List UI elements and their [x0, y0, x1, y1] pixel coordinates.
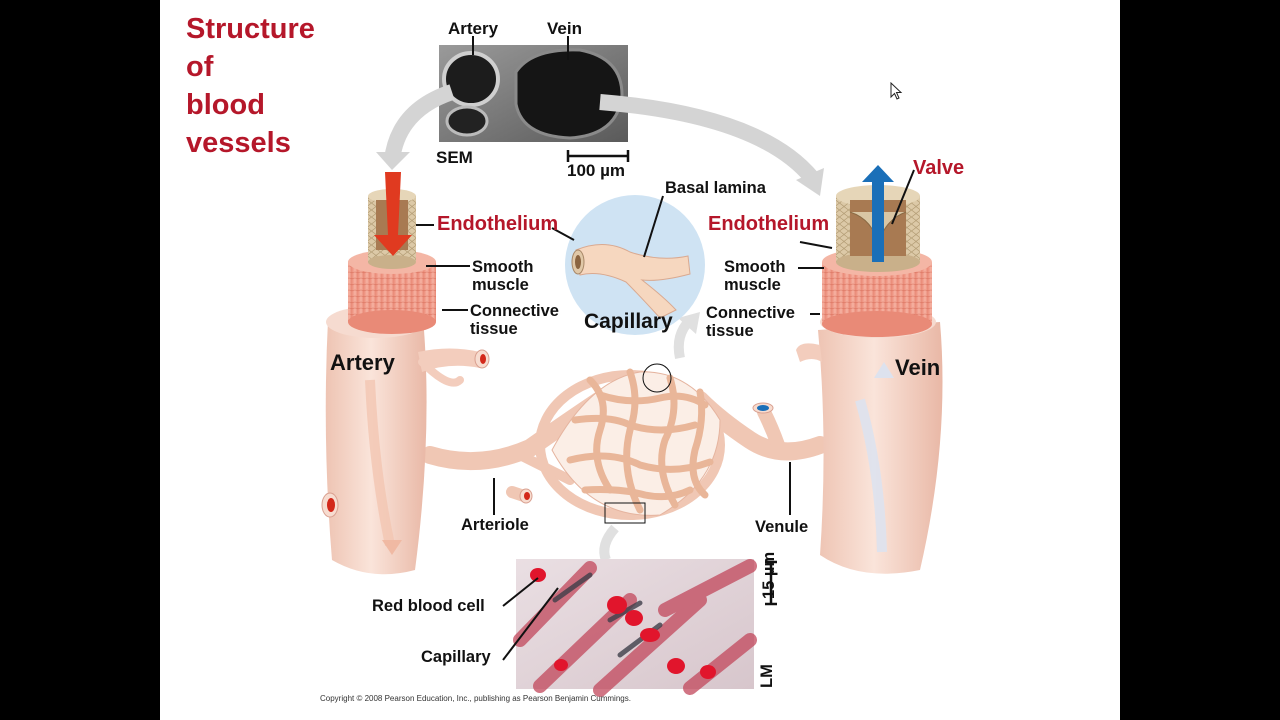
slide-title: Structure of blood vessels — [186, 10, 315, 162]
lm-scale-label: 15 µm — [760, 551, 778, 599]
sem-artery-label: Artery — [448, 19, 499, 38]
vein-title: Vein — [895, 355, 941, 380]
vein-smooth-muscle-label-2: muscle — [724, 276, 781, 294]
lm-scale-bar — [765, 560, 777, 606]
capillary-closeup — [565, 195, 705, 335]
capillary-endothelium-pointer — [551, 227, 575, 241]
sem-vein-label: Vein — [547, 19, 582, 38]
blood-vessel-diagram — [321, 36, 943, 697]
sem-method-label: SEM — [436, 148, 473, 167]
artery-title: Artery — [330, 350, 395, 375]
lm-capillary-label: Capillary — [421, 648, 491, 666]
vein-endothelium-pointer — [799, 241, 833, 249]
sem-to-artery-arrowhead — [376, 152, 410, 170]
venule-label: Venule — [755, 518, 809, 536]
zoom-to-lm-arrow — [599, 524, 619, 562]
basal-lamina-pointer — [643, 195, 664, 258]
zoom-to-capillary-arrowhead — [678, 312, 700, 334]
sem-to-vein-arrowhead — [796, 168, 824, 196]
vein-endothelium-label: Endothelium — [708, 213, 830, 235]
mouse-pointer-icon — [890, 82, 903, 100]
valve-label: Valve — [913, 157, 965, 179]
vein-connective-label-2: tissue — [706, 322, 754, 340]
slide: Structure of blood vessels — [160, 0, 1120, 720]
capillary-zoom-circle — [642, 363, 672, 393]
sem-micrograph — [439, 45, 628, 142]
artery-smooth-muscle-label-1: Smooth — [472, 258, 534, 276]
sem-scale-bar — [566, 150, 630, 162]
copyright-notice: Copyright © 2008 Pearson Education, Inc.… — [320, 694, 631, 703]
artery-endothelium-label: Endothelium — [437, 213, 559, 235]
micrograph-zoom-box — [604, 502, 646, 524]
sem-to-vein-arrow — [599, 94, 819, 184]
title-line-1: Structure — [186, 13, 315, 45]
lm-capillary-pointer — [502, 587, 559, 661]
artery-vessel — [321, 172, 490, 575]
artery-connective-label-1: Connective — [470, 302, 559, 320]
lm-rbc-pointer — [502, 577, 539, 607]
capillary-network — [421, 368, 829, 520]
red-blood-cell-label: Red blood cell — [372, 597, 485, 615]
vein-smooth-muscle-label-1: Smooth — [724, 258, 786, 276]
artery-connective-label-2: tissue — [470, 320, 518, 338]
venule-branch-lumen — [757, 405, 769, 411]
vein-vessel — [796, 165, 943, 574]
vein-connective-label-1: Connective — [706, 304, 795, 322]
sem-scale-label: 100 µm — [567, 161, 625, 180]
lm-method-label: LM — [758, 664, 776, 688]
sem-to-artery-arrow — [384, 84, 455, 162]
title-line-4: vessels — [186, 127, 291, 159]
title-line-3: blood — [186, 89, 265, 121]
basal-lamina-label: Basal lamina — [665, 179, 766, 197]
arteriole-branch-lumen — [524, 492, 530, 500]
artery-smooth-muscle-label-2: muscle — [472, 276, 529, 294]
lm-micrograph — [513, 559, 757, 697]
title-line-2: of — [186, 51, 214, 83]
capillary-title: Capillary — [584, 310, 673, 333]
arteriole-label: Arteriole — [461, 516, 529, 534]
valve-pointer — [891, 169, 915, 225]
